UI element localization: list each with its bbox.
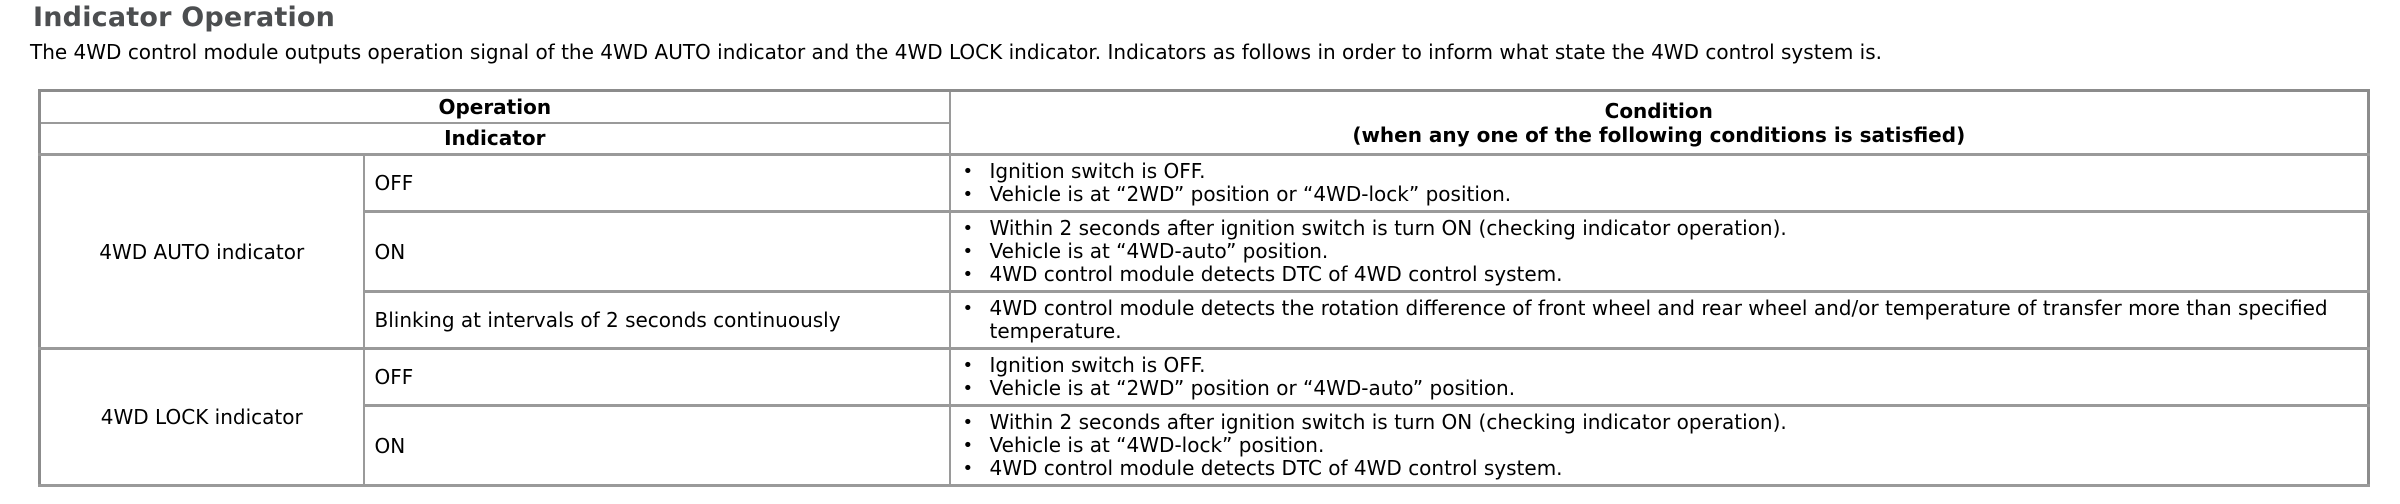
group-label-4wd-auto-indicator: 4WD AUTO indicator xyxy=(38,153,365,350)
group-label-4wd-lock-indicator: 4WD LOCK indicator xyxy=(38,347,365,487)
bullet-icon: • xyxy=(962,458,974,479)
table-row: ON • Within 2 seconds after ignition swit… xyxy=(40,210,2370,293)
header-condition: Condition (when any one of the following… xyxy=(948,89,2370,156)
condition-list: • Ignition switch is OFF. • Vehicle is at … xyxy=(951,354,2358,400)
condition-item: • Within 2 seconds after ignition switch … xyxy=(951,411,2358,434)
condition-list: • Within 2 seconds after ignition switch … xyxy=(951,411,2358,480)
condition-item: • Vehicle is at “4WD-lock” position. xyxy=(951,434,2358,457)
bullet-icon: • xyxy=(962,161,974,182)
bullet-icon: • xyxy=(962,264,974,285)
condition-item: • Ignition switch is OFF. xyxy=(951,354,2358,377)
table-row: 4WD AUTO indicator OFF • Ignition switch … xyxy=(38,153,2370,350)
condition-cell: • Within 2 seconds after ignition switch … xyxy=(948,210,2370,293)
condition-text: Vehicle is at “2WD” position or “4WD-aut… xyxy=(989,376,1516,400)
condition-item: • 4WD control module detects the rotation… xyxy=(951,297,2358,343)
table-row: Blinking at intervals of 2 seconds conti… xyxy=(40,290,2370,350)
page-title: Indicator Operation xyxy=(33,2,336,33)
header-condition-title: Condition xyxy=(1604,98,1713,123)
condition-text: Within 2 seconds after ignition switch i… xyxy=(989,216,1787,240)
state-cell: ON xyxy=(362,210,951,293)
state-cell: OFF xyxy=(362,153,951,213)
bullet-icon: • xyxy=(962,435,974,456)
condition-list: • Ignition switch is OFF. • Vehicle is at … xyxy=(951,160,2358,206)
table-row: 4WD LOCK indicator OFF • Ignition switch … xyxy=(38,347,2370,487)
condition-text: 4WD control module detects DTC of 4WD co… xyxy=(989,262,1563,286)
condition-item: • Vehicle is at “2WD” position or “4WD-au… xyxy=(951,377,2358,400)
condition-text: 4WD control module detects the rotation … xyxy=(989,296,2328,343)
condition-text: Ignition switch is OFF. xyxy=(989,353,1206,377)
condition-list: • 4WD control module detects the rotation… xyxy=(951,297,2358,343)
indicator-operation-table: Operation Condition (when any one of the… xyxy=(38,89,2371,487)
condition-text: Vehicle is at “4WD-auto” position. xyxy=(989,239,1329,263)
state-cell: Blinking at intervals of 2 seconds conti… xyxy=(362,290,951,350)
condition-text: Vehicle is at “2WD” position or “4WD-loc… xyxy=(989,182,1512,206)
intro-paragraph: The 4WD control module outputs operation… xyxy=(30,40,1883,64)
condition-item: • 4WD control module detects DTC of 4WD c… xyxy=(951,263,2358,286)
condition-item: • Vehicle is at “2WD” position or “4WD-lo… xyxy=(951,183,2358,206)
condition-item: • Vehicle is at “4WD-auto” position. xyxy=(951,240,2358,263)
condition-item: • Ignition switch is OFF. xyxy=(951,160,2358,183)
condition-item: • 4WD control module detects DTC of 4WD c… xyxy=(951,457,2358,480)
condition-text: Within 2 seconds after ignition switch i… xyxy=(989,410,1787,434)
header-indicator: Indicator xyxy=(38,121,951,156)
condition-cell: • Within 2 seconds after ignition switch … xyxy=(948,404,2370,487)
bullet-icon: • xyxy=(962,412,974,433)
state-cell: OFF xyxy=(362,347,951,407)
condition-text: Vehicle is at “4WD-lock” position. xyxy=(989,433,1325,457)
bullet-icon: • xyxy=(962,184,974,205)
table-row: ON • Within 2 seconds after ignition swit… xyxy=(40,404,2370,487)
condition-item: • Within 2 seconds after ignition switch … xyxy=(951,217,2358,240)
bullet-icon: • xyxy=(962,241,974,262)
condition-text: 4WD control module detects DTC of 4WD co… xyxy=(989,456,1563,480)
condition-text: Ignition switch is OFF. xyxy=(989,159,1206,183)
bullet-icon: • xyxy=(962,298,974,319)
condition-cell: • Ignition switch is OFF. • Vehicle is at … xyxy=(948,347,2370,407)
condition-cell: • Ignition switch is OFF. • Vehicle is at … xyxy=(948,153,2370,213)
state-cell: ON xyxy=(362,404,951,487)
condition-cell: • 4WD control module detects the rotation… xyxy=(948,290,2370,350)
bullet-icon: • xyxy=(962,218,974,239)
header-condition-subtitle: (when any one of the following condition… xyxy=(1352,122,1966,147)
condition-list: • Within 2 seconds after ignition switch … xyxy=(951,217,2358,286)
bullet-icon: • xyxy=(962,355,974,376)
bullet-icon: • xyxy=(962,378,974,399)
header-operation: Operation xyxy=(38,89,951,124)
